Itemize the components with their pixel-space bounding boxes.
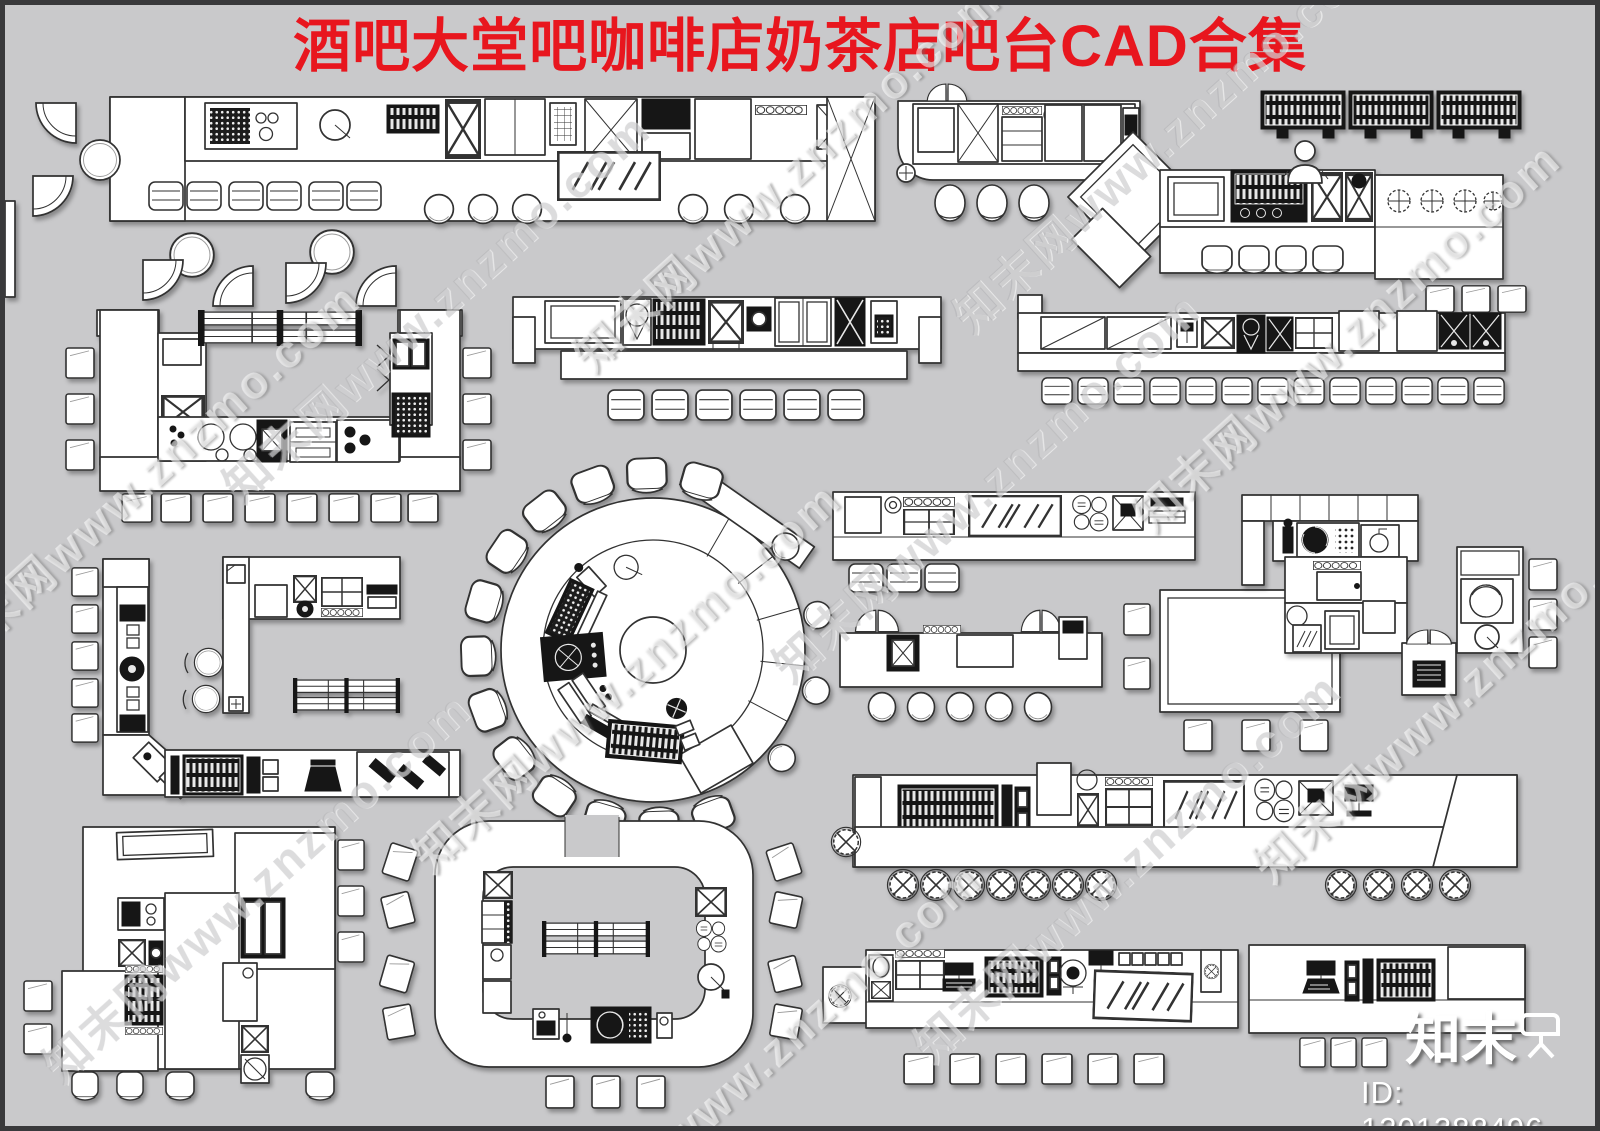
znzmo-logo: 知末	[1405, 995, 1565, 1076]
block-corner-counter-complex	[1241, 494, 1558, 696]
znzmo-logo-text: 知末	[1405, 1008, 1517, 1071]
block-long-equipment-bar	[1017, 294, 1506, 405]
block-center-straight-bar	[512, 296, 942, 421]
block-pos-counter	[1248, 944, 1526, 1068]
block-double-counter-cluster	[832, 491, 1196, 723]
block-circular-island-bar	[459, 456, 835, 844]
block-diagonal-bar	[1067, 131, 1527, 313]
cad-drawing-layer	[5, 83, 1558, 1109]
block-wine-bottle-rack	[1260, 90, 1522, 139]
page-title: 酒吧大堂吧咖啡店奶茶店吧台CAD合集	[293, 14, 1307, 79]
block-av-equipment-counter	[822, 949, 1239, 1085]
asset-id: ID: 1201388496	[1361, 1075, 1544, 1131]
block-rounded-square-island-bar	[378, 815, 804, 1109]
block-straight-bar-top-left	[5, 96, 876, 307]
block-u-shaped-bar	[65, 309, 492, 523]
block-rounded-service-counter	[896, 83, 1141, 222]
chair-icon	[1521, 1012, 1560, 1058]
block-kitchen-island	[23, 826, 365, 1101]
block-l-shaped-reception-bar	[71, 556, 461, 800]
block-wood-front-long-bar	[830, 762, 1518, 902]
